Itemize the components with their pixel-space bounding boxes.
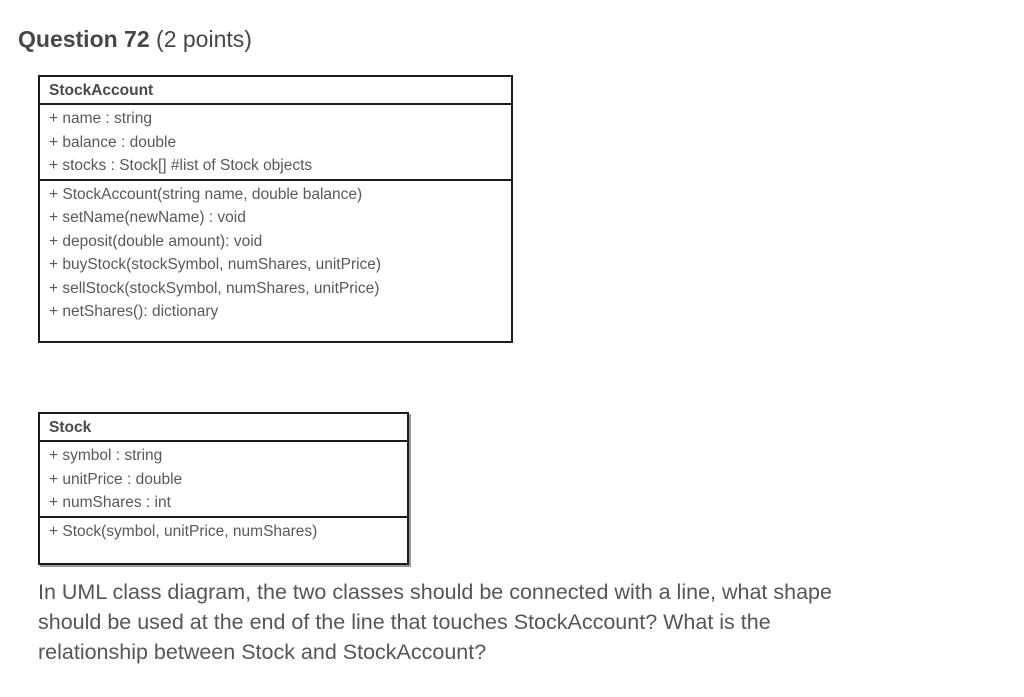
uml-attribute-line: + balance : double [49, 133, 177, 151]
uml-method-line: + StockAccount(string name, double balan… [49, 185, 363, 203]
uml-method-line: + buyStock(stockSymbol, numShares, unitP… [49, 256, 382, 273]
question-text-line: should be used at the end of the line th… [38, 610, 771, 634]
uml-attributes-stock: + symbol : string + unitPrice : double + n… [40, 442, 407, 518]
uml-class-box-stockaccount: StockAccount + name : string + balance : … [38, 75, 513, 343]
uml-attribute-line: + unitPrice : double [49, 470, 183, 488]
uml-method-line: + setName(newName) : void [49, 209, 246, 226]
uml-attribute-line: + stocks : Stock[] #list of Stock object… [49, 157, 313, 174]
question-number: Question 72 [18, 26, 150, 52]
uml-attribute-line: + symbol : string [49, 447, 163, 464]
question-points: (2 points) [149, 26, 252, 52]
question-text: In UML class diagram, the two classes sh… [38, 577, 998, 667]
question-text-line: relationship between Stock and StockAcco… [38, 640, 487, 664]
uml-class-box-stock: Stock + symbol : string + unitPrice : dou… [38, 412, 409, 565]
uml-methods-stock: + Stock(symbol, unitPrice, numShares) [40, 518, 407, 546]
uml-class-name-stock: Stock [40, 414, 407, 442]
uml-attributes-stockaccount: + name : string + balance : double + stock… [40, 105, 511, 181]
uml-method-line: + Stock(symbol, unitPrice, numShares) [49, 522, 318, 540]
uml-method-line: + sellStock(stockSymbol, numShares, unit… [49, 279, 380, 297]
uml-method-line: + netShares(): dictionary [49, 303, 219, 320]
uml-class-name-stockaccount: StockAccount [40, 77, 511, 105]
question-header: Question 72 (2 points) [18, 25, 252, 53]
uml-methods-stockaccount: + StockAccount(string name, double balan… [40, 181, 511, 326]
uml-attribute-line: + numShares : int [49, 494, 171, 511]
uml-attribute-line: + name : string [49, 110, 152, 127]
uml-method-line: + deposit(double amount): void [49, 232, 263, 250]
question-text-line: In UML class diagram, the two classes sh… [38, 580, 832, 604]
